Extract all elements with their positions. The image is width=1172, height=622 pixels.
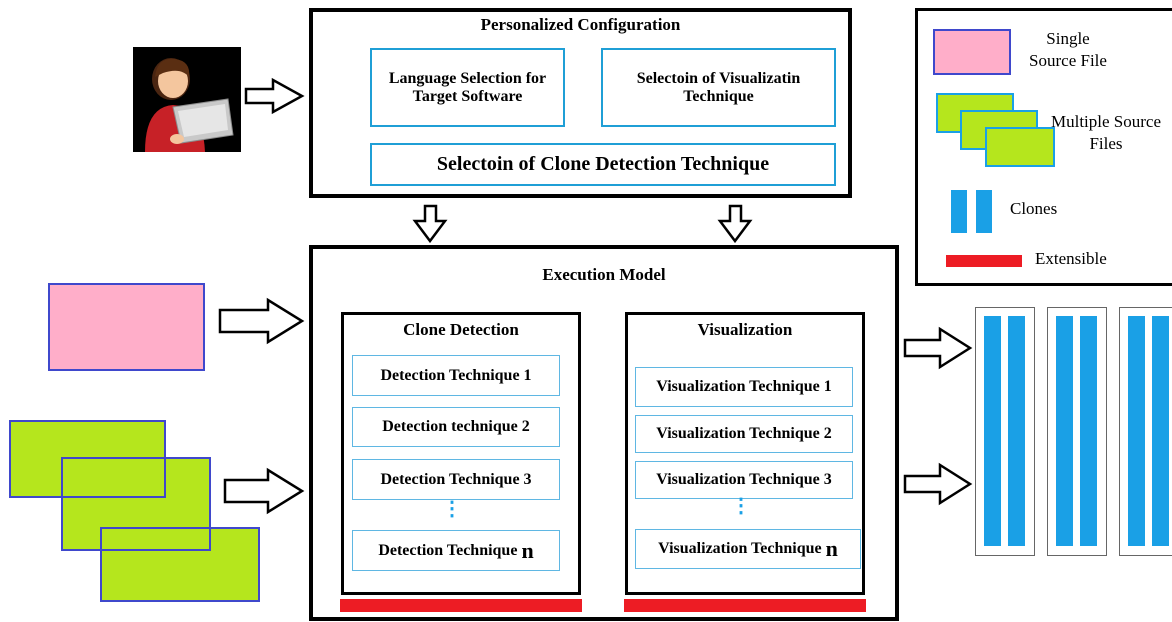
detection-technique-label: Detection Technique 3 — [380, 470, 532, 488]
legend-multi-swatch-3 — [985, 127, 1055, 167]
visualization-ellipsis: ⋮ — [721, 496, 761, 516]
detection-technique-1: Detection Technique 1 — [352, 355, 560, 396]
clone-bar — [1152, 316, 1169, 546]
detection-technique-label: Detection Technique — [378, 541, 518, 559]
detection-technique-2: Detection technique 2 — [352, 407, 560, 447]
hollow-arrow-icon — [244, 77, 305, 115]
multiple-source-file-3 — [100, 527, 260, 602]
clone-bar — [1056, 316, 1073, 546]
legend-clone-bar-2 — [976, 190, 992, 233]
visualization-technique-label: Visualization Technique — [658, 540, 822, 557]
execution-model-title: Execution Model — [542, 265, 666, 284]
detection-technique-n: Detection Technique n — [352, 530, 560, 571]
visualization-title: Visualization — [697, 320, 793, 339]
visualization-selection-label: Selectoin of Visualizatin Technique — [636, 69, 801, 105]
hollow-arrow-icon — [717, 204, 753, 244]
legend-clone-bar-1 — [951, 190, 967, 233]
clone-bar — [1008, 316, 1025, 546]
hollow-arrow-icon — [412, 204, 448, 244]
legend-single-source-swatch — [933, 29, 1011, 75]
single-source-file — [48, 283, 205, 371]
legend-extensible-bar — [946, 255, 1022, 267]
user-laptop-icon — [133, 47, 241, 152]
visualization-technique-label: Visualization Technique 3 — [656, 471, 832, 488]
clone-detection-title: Clone Detection — [403, 320, 519, 339]
hollow-arrow-icon — [903, 326, 973, 370]
language-selection-box: Language Selection for Target Software — [370, 48, 565, 127]
clone-bar — [1128, 316, 1145, 546]
hollow-arrow-icon — [218, 297, 305, 345]
visualization-technique-n: Visualization Technique n — [635, 529, 861, 569]
detection-extensible-bar — [340, 599, 582, 612]
legend-extensible-label: Extensible — [1035, 249, 1107, 268]
clone-output-1 — [975, 307, 1035, 556]
legend-multiple-source-label: Multiple Source Files — [1050, 112, 1161, 153]
visualization-technique-label: Visualization Technique 1 — [656, 378, 832, 395]
visualization-technique-label: Visualization Technique 2 — [656, 425, 832, 442]
legend-clones-label: Clones — [1010, 199, 1058, 218]
legend-single-source-label: Single Source File — [1029, 29, 1107, 70]
detection-technique-label: Detection Technique 1 — [380, 366, 532, 384]
hollow-arrow-icon — [903, 462, 973, 506]
clone-detection-selection-label: Selectoin of Clone Detection Technique — [436, 153, 770, 175]
clone-bar — [984, 316, 1001, 546]
visualization-technique-3: Visualization Technique 3 — [635, 461, 853, 499]
hollow-arrow-icon — [223, 467, 305, 515]
clone-output-2 — [1047, 307, 1107, 556]
clone-bar — [1080, 316, 1097, 546]
visualization-technique-n-suffix: n — [825, 536, 838, 561]
visualization-selection-box: Selectoin of Visualizatin Technique — [601, 48, 836, 127]
detection-technique-label: Detection technique 2 — [382, 418, 530, 435]
visualization-extensible-bar — [624, 599, 866, 612]
detection-ellipsis: ⋮ — [432, 499, 472, 519]
detection-technique-n-suffix: n — [521, 537, 534, 563]
detection-technique-3: Detection Technique 3 — [352, 459, 560, 500]
visualization-technique-1: Visualization Technique 1 — [635, 367, 853, 407]
personalized-configuration-title: Personalized Configuration — [480, 15, 681, 34]
clone-output-3 — [1119, 307, 1172, 556]
clone-detection-selection-box: Selectoin of Clone Detection Technique — [370, 143, 836, 186]
ellipsis-glyph: ⋮ — [731, 495, 751, 517]
language-selection-label: Language Selection for Target Software — [388, 69, 547, 105]
visualization-technique-2: Visualization Technique 2 — [635, 415, 853, 453]
ellipsis-glyph: ⋮ — [442, 498, 462, 520]
